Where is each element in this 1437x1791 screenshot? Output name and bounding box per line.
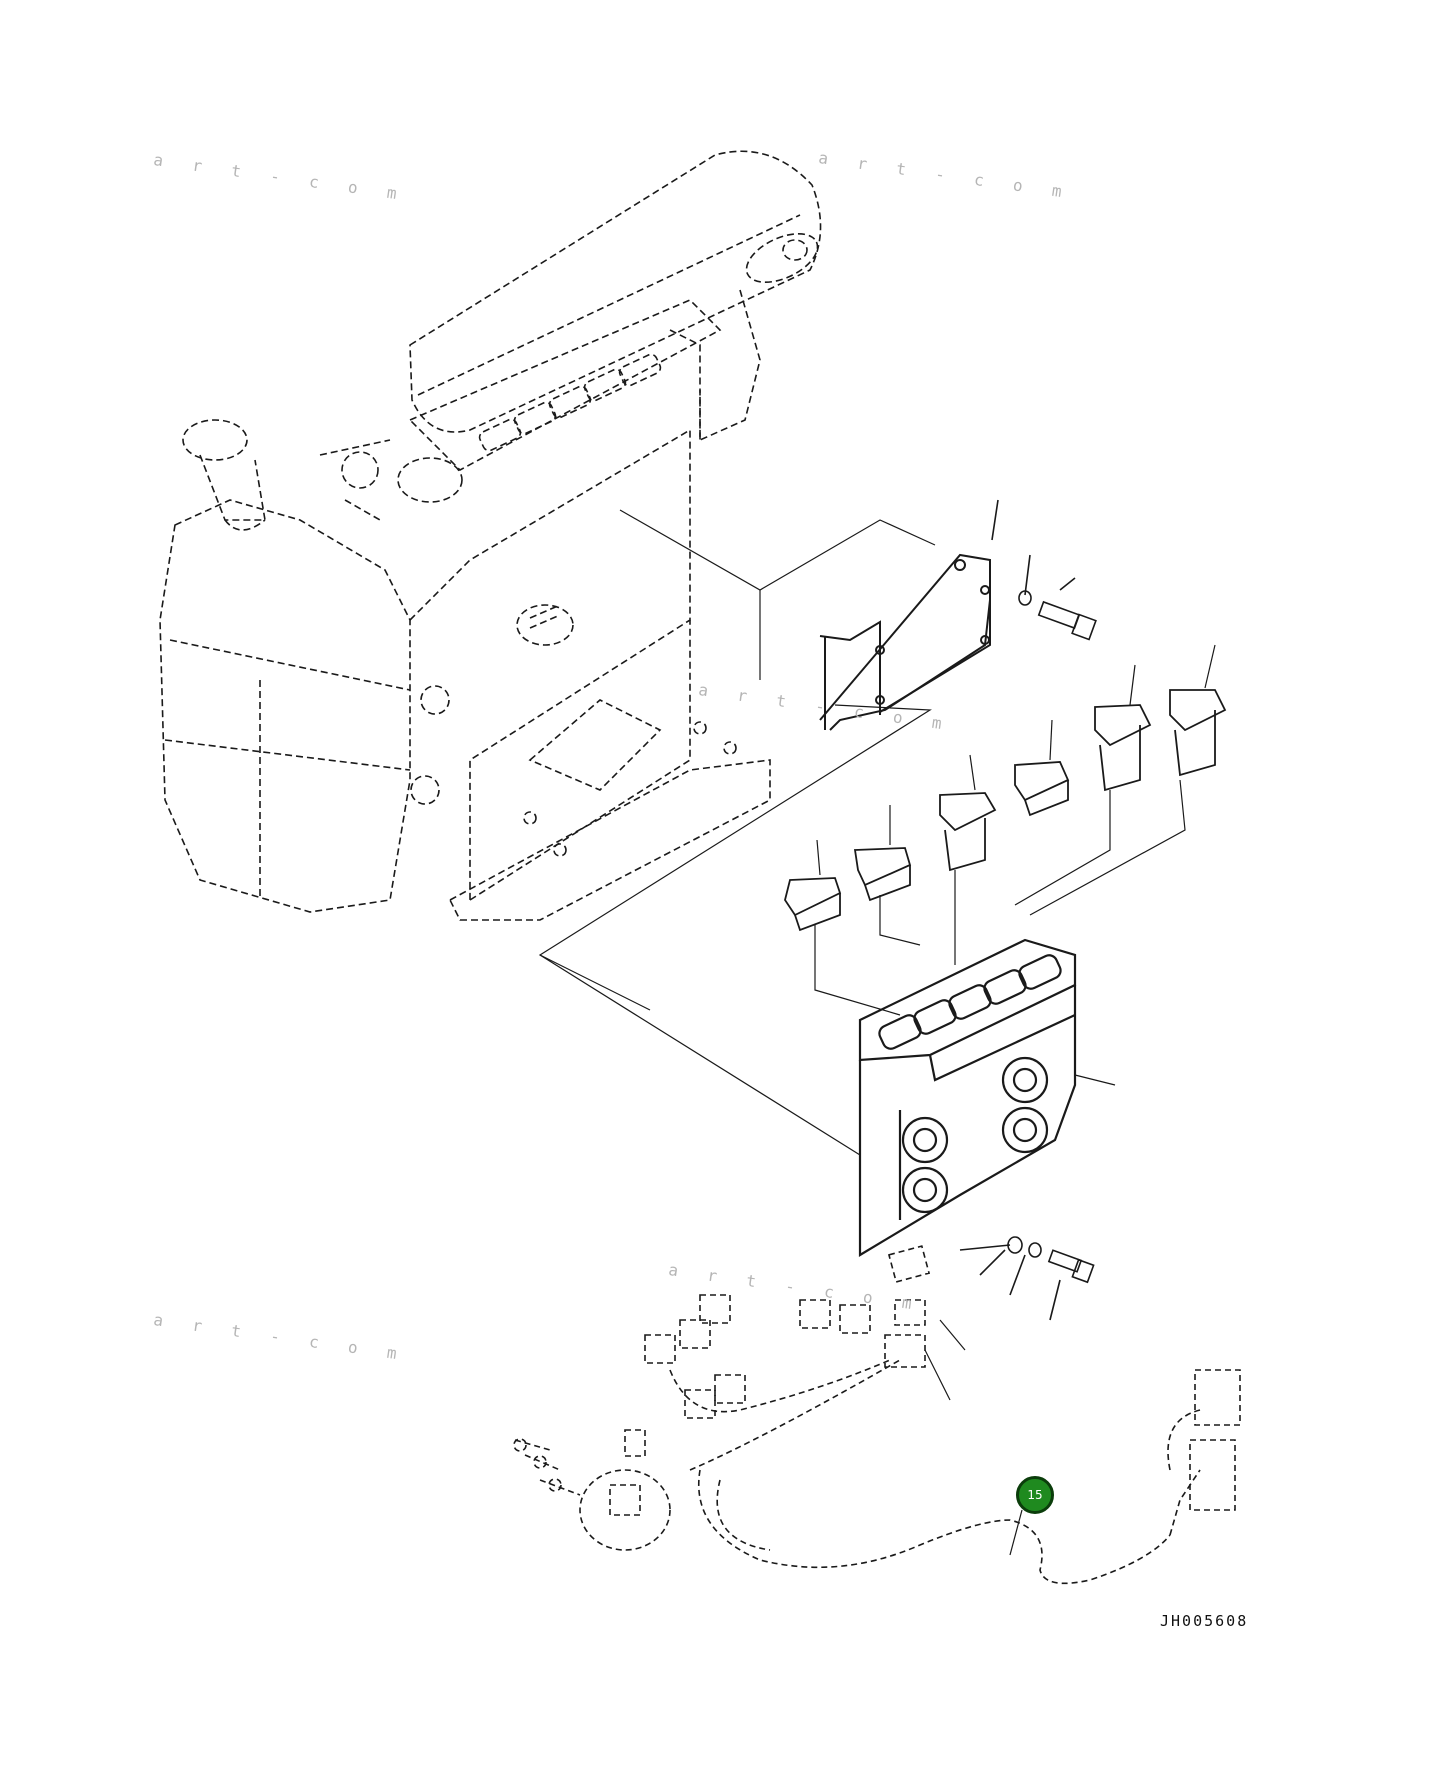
reference-lines — [538, 509, 936, 1156]
bracket-hardware — [991, 499, 1097, 641]
console-armrest-assembly — [159, 150, 822, 921]
mounting-bracket — [819, 553, 991, 731]
panel-hardware — [959, 1236, 1095, 1321]
switch-leaders — [814, 644, 1216, 1016]
wire-harness — [513, 1245, 1241, 1585]
switch-panel-housing — [858, 938, 1077, 1257]
rocker-switches — [784, 689, 1227, 932]
drawing-id-label: JH005608 — [1160, 1612, 1249, 1630]
harness-leaders — [924, 1319, 1023, 1556]
callout-bubble[interactable]: 15 — [1016, 1476, 1054, 1514]
housing-leader — [1074, 1074, 1116, 1086]
